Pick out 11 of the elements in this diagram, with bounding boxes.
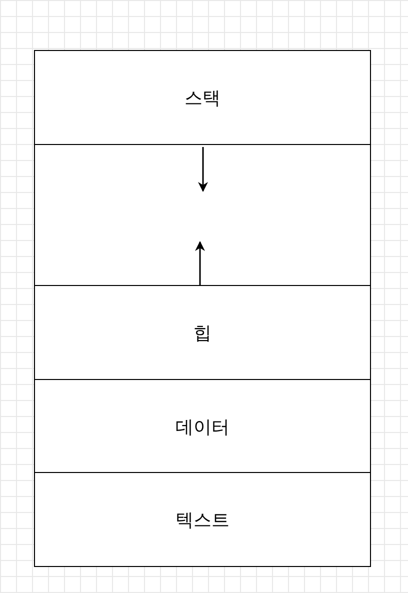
segment-label: 힙	[194, 322, 212, 345]
memory-region-box	[34, 144, 371, 287]
segment-label: 데이터	[176, 416, 230, 438]
memory-segment-box	[34, 285, 371, 381]
arrow	[195, 241, 205, 286]
memory-segment-box	[34, 50, 371, 146]
memory-segment-box	[34, 379, 371, 474]
memory-segment-box	[34, 472, 371, 567]
segment-label: 스택	[184, 87, 220, 110]
arrow	[198, 147, 208, 192]
segment-label: 텍스트	[176, 508, 230, 532]
